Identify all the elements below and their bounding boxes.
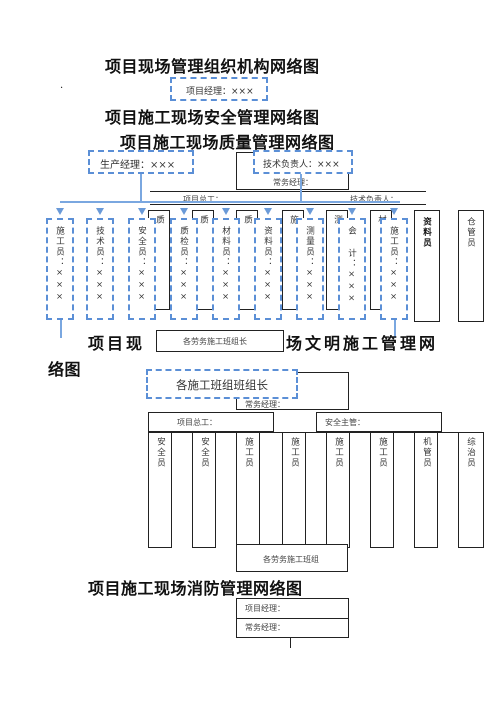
fire-divider (237, 618, 348, 619)
safety-col: 会 计：××× (338, 218, 366, 320)
safety-col: 安全员：××× (128, 218, 156, 320)
production-manager-label: 生产经理：××× (100, 160, 176, 171)
fire-exec-label: 常务经理： (245, 623, 285, 632)
civil-labor-teams-box: 各劳务施工班组 (236, 544, 348, 572)
tech-lead-label: 技术负责人：××× (263, 160, 340, 170)
arrow-down-icon (264, 208, 272, 215)
arrow-down-icon (138, 208, 146, 215)
chief-engineer-label: 项目总工： (183, 195, 223, 204)
civil-labor-teams-label: 各劳务施工班组 (263, 555, 319, 564)
civil-col: 机管员 (414, 432, 438, 548)
tech-lead-short-label: 技术负责人： (350, 195, 398, 204)
title-quality-network: 项目施工现场质量管理网络图 (120, 133, 335, 152)
stray-dot: . (60, 80, 64, 91)
arrow-down-icon (348, 208, 356, 215)
level2-line (150, 191, 426, 192)
production-manager-box: 生产经理：××× (88, 150, 194, 174)
fire-management-box: 项目经理： 常务经理： (236, 598, 349, 638)
civil-safety-chief-label: 安全主管： (325, 418, 365, 427)
safety-col: 施工员：××× (380, 218, 408, 320)
blue-connector (60, 320, 62, 338)
blue-connector-h (60, 201, 400, 203)
civil-col: 安全员 (148, 432, 172, 548)
civil-col: 施工员 (236, 432, 260, 548)
project-manager-label: 项目经理：××× (186, 87, 254, 97)
civil-level-line (148, 432, 484, 433)
civil-chief-eng-label: 项目总工： (177, 418, 217, 427)
fire-pm-label: 项目经理： (245, 604, 285, 613)
exec-manager-label: 常务经理： (273, 178, 313, 187)
civil-col: 施工员 (326, 432, 350, 548)
arrow-down-icon (390, 208, 398, 215)
level2b-line (150, 204, 426, 205)
blue-connector-v2 (300, 174, 302, 201)
project-manager-box: 项目经理：××× (170, 77, 268, 101)
safety-col: 测量员：××× (296, 218, 324, 320)
safety-col: 材料员：××× (212, 218, 240, 320)
all-team-leaders-label: 各施工班组班组长 (176, 378, 268, 392)
blue-connector (394, 320, 396, 338)
civil-safety-chief-box: 安全主管： (316, 412, 442, 432)
safety-col: 资料员：××× (254, 218, 282, 320)
safety-col: 质检员：××× (170, 218, 198, 320)
arrow-down-icon (96, 208, 104, 215)
safety-col: 施工员：××× (46, 218, 74, 320)
arrow-down-icon (56, 208, 64, 215)
title-civilized-c: 络图 (48, 360, 82, 379)
civil-col: 施工员 (282, 432, 306, 548)
civil-col: 安全员 (192, 432, 216, 548)
title-safety-network: 项目施工现场安全管理网络图 (105, 108, 320, 127)
labor-team-leader-label: 各劳务施工班组长 (183, 337, 247, 346)
arrow-down-icon (306, 208, 314, 215)
title-civilized-a: 项目现 (88, 334, 146, 353)
tech-lead-box: 技术负责人：××× (253, 150, 353, 174)
arrow-down-icon (222, 208, 230, 215)
title-site-management: 项目现场管理组织机构网络图 (105, 57, 320, 76)
civil-col: 综治员 (458, 432, 484, 548)
title-civilized-b: 场文明施工管理网 (286, 334, 439, 353)
quality-col-warehouse: 仓管员 (458, 210, 484, 322)
civil-exec-label: 常务经理： (245, 400, 285, 409)
title-fire-network: 项目施工现场消防管理网络图 (88, 579, 303, 598)
all-team-leaders-box: 各施工班组班组长 (146, 369, 298, 399)
quality-col-records: 资料员 (414, 210, 440, 322)
fire-connector (290, 638, 291, 648)
blue-connector-v1 (140, 174, 142, 201)
civil-chief-eng-box: 项目总工： (148, 412, 274, 432)
labor-team-leader-box: 各劳务施工班组长 (156, 330, 284, 352)
safety-col: 技术员：××× (86, 218, 114, 320)
civil-col: 施工员 (370, 432, 394, 548)
arrow-down-icon (180, 208, 188, 215)
